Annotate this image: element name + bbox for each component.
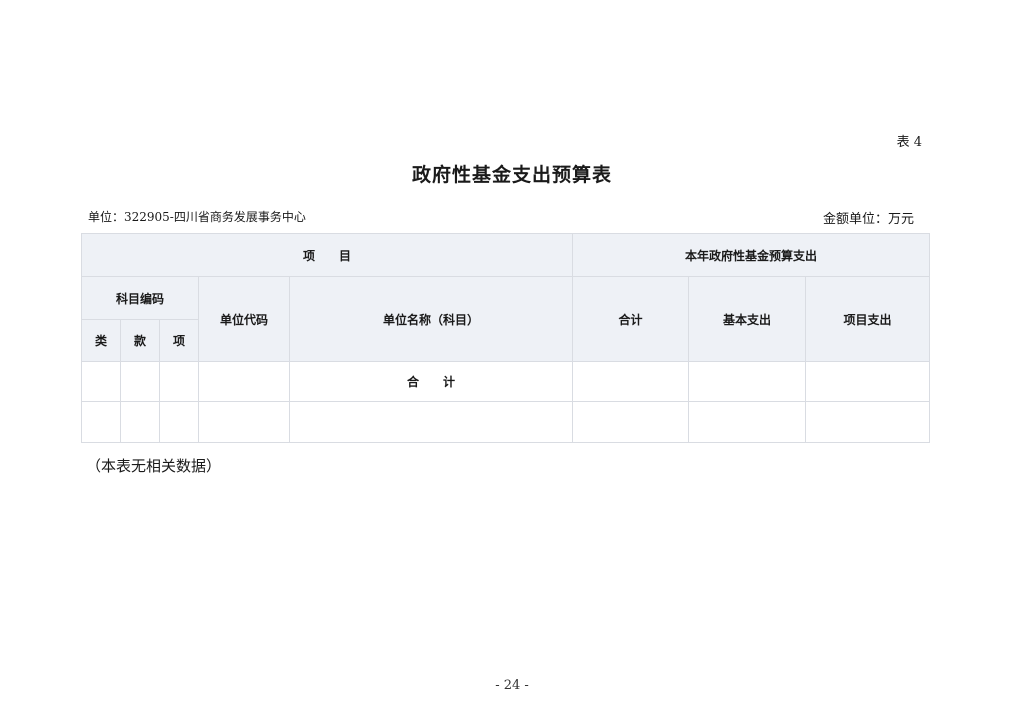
cell-project-expense xyxy=(805,401,931,443)
cell-lei xyxy=(81,361,121,402)
cell-basic xyxy=(688,361,807,402)
header-basic: 基本支出 xyxy=(688,276,807,362)
cell-project-expense xyxy=(805,361,931,402)
header-subject-code: 科目编码 xyxy=(81,276,199,320)
no-data-note: （本表无相关数据） xyxy=(86,457,222,475)
cell-kuan xyxy=(120,401,160,443)
header-kuan: 款 xyxy=(120,319,160,362)
amount-unit-label: 金额单位：万元 xyxy=(822,212,914,227)
cell-xiang xyxy=(159,361,199,402)
cell-kuan xyxy=(120,361,160,402)
cell-lei xyxy=(81,401,121,443)
header-unit-name: 单位名称（科目） xyxy=(288,276,574,362)
cell-total xyxy=(572,361,690,402)
header-xiang: 项 xyxy=(159,319,199,362)
header-project: 项 目 xyxy=(80,233,574,277)
table-number: 表 4 xyxy=(896,135,922,150)
cell-unit-code xyxy=(198,401,290,443)
header-total: 合计 xyxy=(572,276,690,362)
budget-table: 项 目 本年政府性基金预算支出 科目编码 单位代码 单位名称（科目） 合计 基本… xyxy=(80,233,931,443)
header-lei: 类 xyxy=(81,319,121,362)
header-project-expense: 项目支出 xyxy=(805,276,931,362)
cell-basic xyxy=(688,401,807,443)
cell-unit-code xyxy=(198,361,290,402)
cell-total xyxy=(572,401,690,443)
cell-unit-name xyxy=(288,401,574,443)
table-row xyxy=(81,401,931,443)
unit-label: 单位：322905-四川省商务发展事务中心 xyxy=(88,210,306,224)
page-number: - 24 - xyxy=(495,678,529,693)
cell-unit-name: 合 计 xyxy=(288,361,574,402)
cell-xiang xyxy=(159,401,199,443)
table-row: 合 计 xyxy=(81,361,931,402)
page-title: 政府性基金支出预算表 xyxy=(411,164,612,186)
header-unit-code: 单位代码 xyxy=(198,276,290,362)
header-budget-group: 本年政府性基金预算支出 xyxy=(572,233,931,277)
